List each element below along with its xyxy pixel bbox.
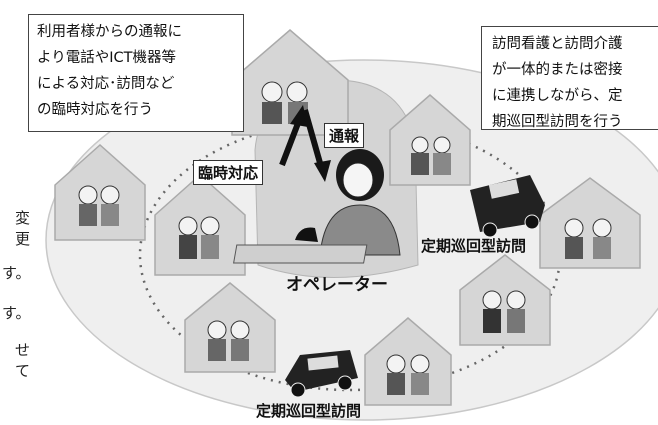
callout-right-line-4: 期巡回型訪問を行う (492, 114, 623, 130)
house-icon (54, 143, 146, 241)
side-text-2: す。 (2, 264, 31, 282)
car-icon (470, 175, 545, 238)
house-icon (389, 94, 471, 186)
side-text-4: せて (14, 341, 30, 380)
temporary-response-label: 臨時対応 (193, 160, 264, 185)
car-icon (285, 350, 358, 398)
callout-left-line-3: による対応･訪問など (37, 76, 175, 92)
callout-right-line-1: 訪問看護と訪問介護 (492, 36, 623, 52)
house-icon (184, 282, 276, 373)
report-label: 通報 (324, 123, 365, 148)
patrol-visit-label-right: 定期巡回型訪問 (421, 237, 527, 255)
callout-left-line-4: の臨時対応を行う (37, 102, 153, 118)
callout-temporary-response: 利用者様からの通報に より電話やICT機器等 による対応･訪問など の臨時対応を… (28, 14, 244, 132)
callout-patrol-visit: 訪問看護と訪問介護 が一体的または密接 に連携しながら、定 期巡回型訪問を行う (481, 26, 658, 130)
house-icon (231, 29, 349, 136)
report-arrow (302, 109, 331, 182)
house-icon (459, 254, 551, 346)
callout-left-line-2: より電話やICT機器等 (37, 50, 176, 66)
patrol-visit-label-bottom: 定期巡回型訪問 (256, 402, 362, 420)
operator-icon (233, 149, 401, 264)
operator-label: オペレーター (286, 275, 388, 295)
side-text-1: 変更 (14, 209, 30, 248)
callout-right-line-2: が一体的または密接 (492, 62, 623, 78)
house-icon (539, 177, 641, 269)
callout-right-line-3: に連携しながら、定 (492, 88, 623, 104)
callout-left-line-1: 利用者様からの通報に (37, 24, 182, 40)
house-icon (364, 317, 452, 406)
side-text-3: す。 (2, 304, 31, 322)
house-icon (154, 173, 246, 276)
